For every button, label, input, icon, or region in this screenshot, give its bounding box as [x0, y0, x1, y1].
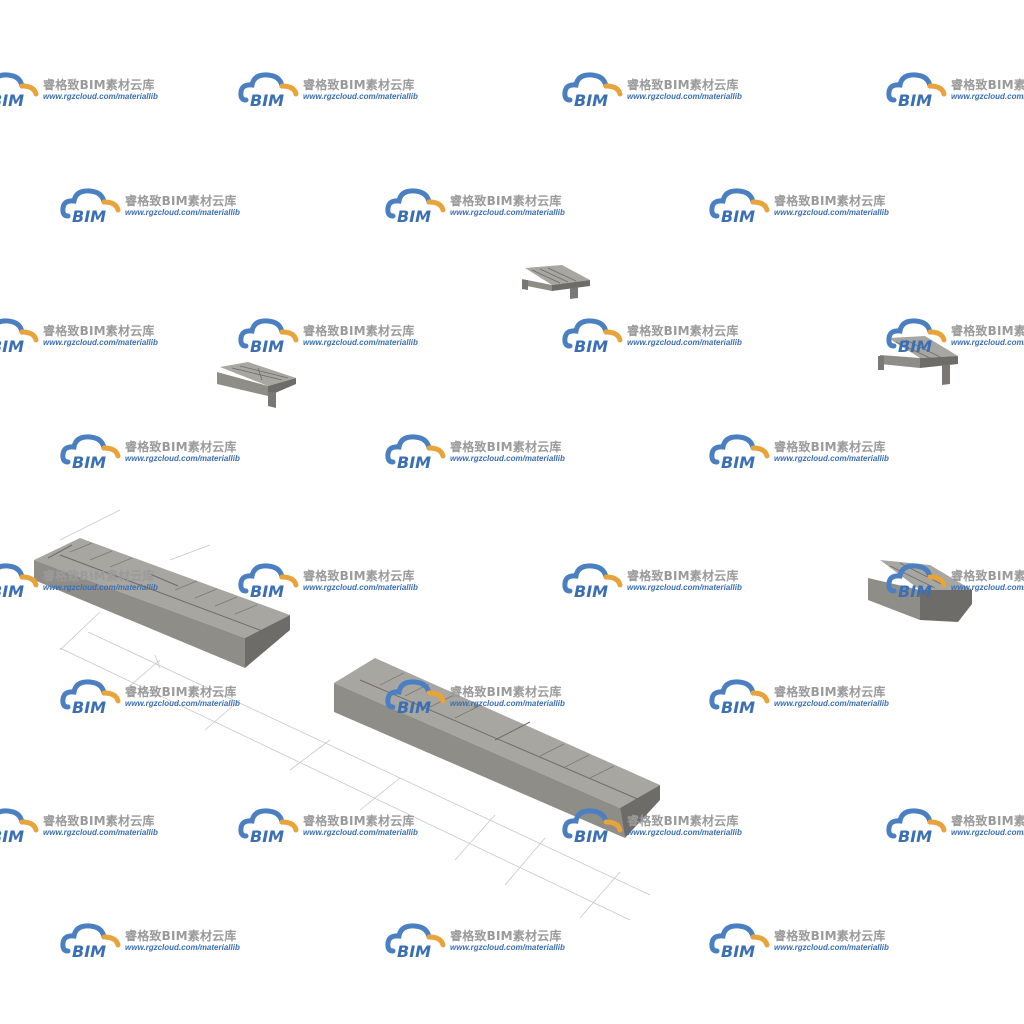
precast-slab-small-top	[522, 265, 590, 299]
precast-slab-small-left	[217, 362, 296, 408]
precast-slab-long-left	[34, 538, 290, 668]
precast-slab-small-right	[878, 336, 958, 385]
precast-block-right	[868, 560, 972, 622]
precast-slab-long-center	[334, 658, 660, 838]
ground-grid	[59, 509, 651, 921]
